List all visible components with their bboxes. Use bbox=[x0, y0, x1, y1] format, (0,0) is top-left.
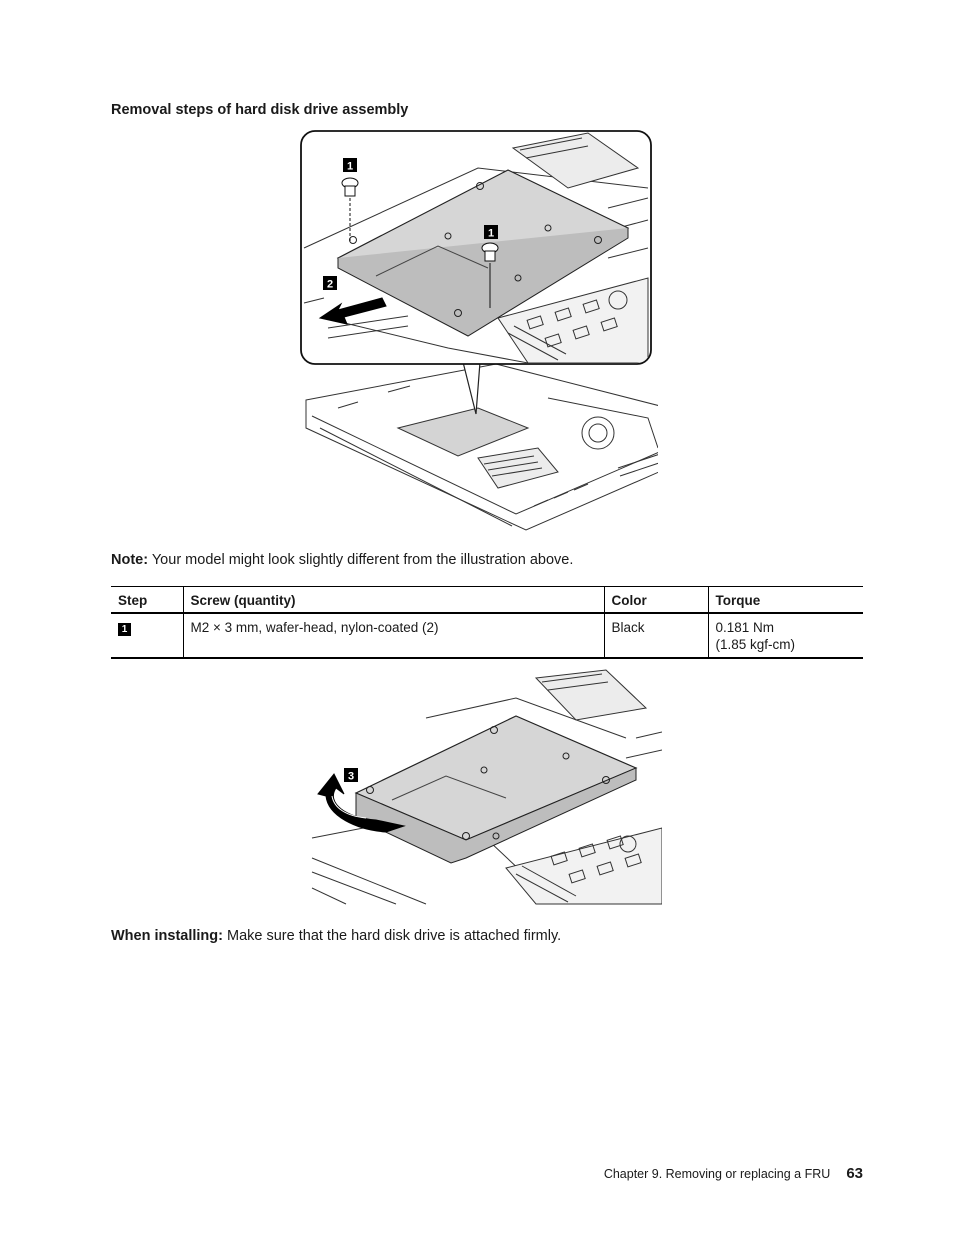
laptop-base-drawing bbox=[305, 363, 658, 531]
install-text: Make sure that the hard disk drive is at… bbox=[227, 928, 562, 944]
note-label: Note: bbox=[111, 552, 149, 568]
callout-label: 1 bbox=[488, 228, 494, 240]
column-header: Screw (quantity) bbox=[182, 586, 604, 614]
page-number: 63 bbox=[846, 1165, 863, 1182]
column-header: Color bbox=[603, 586, 708, 614]
callout-label: 2 bbox=[327, 279, 333, 291]
note-text: Your model might look slightly different… bbox=[151, 552, 574, 568]
chapter-title: Chapter 9. Removing or replacing a FRU bbox=[603, 1167, 831, 1181]
hdd-lift-illustration: 3 bbox=[311, 669, 662, 905]
hdd-removal-illustration: 1 1 2 bbox=[300, 130, 658, 531]
page-footer: Chapter 9. Removing or replacing a FRU 63 bbox=[560, 1165, 863, 1183]
step-cell: 1 bbox=[111, 613, 183, 659]
install-label: When installing: bbox=[111, 928, 223, 944]
callout-label: 3 bbox=[348, 771, 354, 783]
column-header: Step bbox=[111, 586, 183, 614]
color-cell: Black bbox=[603, 613, 708, 659]
step-badge: 1 bbox=[118, 623, 131, 636]
torque-cell: 0.181 Nm (1.85 kgf-cm) bbox=[707, 613, 863, 659]
table-header-row: Step Screw (quantity) Color Torque bbox=[111, 586, 863, 614]
section-heading: Removal steps of hard disk drive assembl… bbox=[111, 102, 409, 118]
column-header: Torque bbox=[707, 586, 863, 614]
screw-cell: M2 × 3 mm, wafer-head, nylon-coated (2) bbox=[182, 613, 604, 659]
screw-table: Step Screw (quantity) Color Torque 1 M2 … bbox=[111, 586, 863, 659]
zoom-callout: 1 1 2 bbox=[300, 130, 652, 365]
table-row: 1 M2 × 3 mm, wafer-head, nylon-coated (2… bbox=[111, 613, 863, 659]
torque-kgf: (1.85 kgf-cm) bbox=[715, 637, 796, 652]
install-paragraph: When installing: Make sure that the hard… bbox=[111, 928, 561, 944]
note-paragraph: Note: Your model might look slightly dif… bbox=[111, 552, 573, 568]
torque-nm: 0.181 Nm bbox=[715, 620, 775, 635]
callout-label: 1 bbox=[347, 161, 353, 173]
